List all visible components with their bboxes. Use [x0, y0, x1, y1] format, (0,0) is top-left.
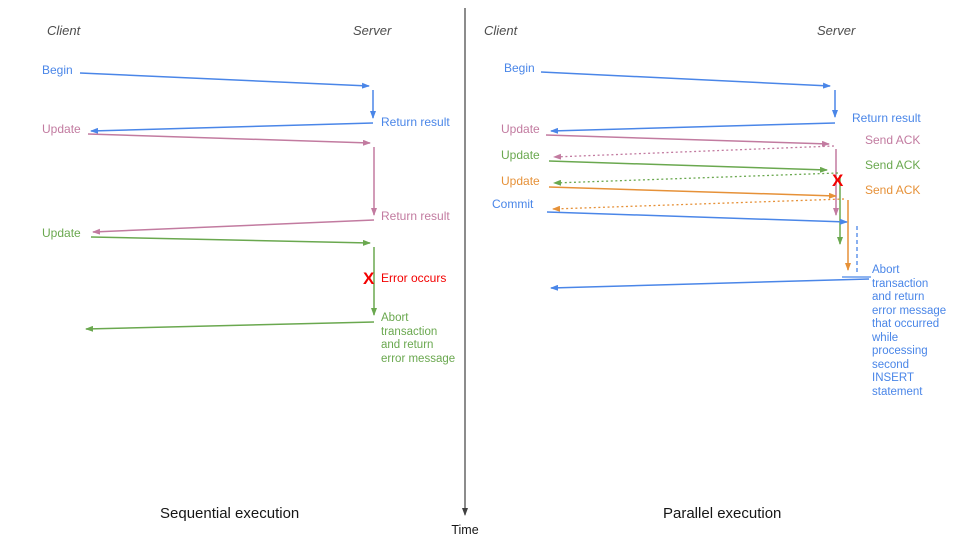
left-client-header: Client — [47, 23, 81, 38]
left-return-result-1-label: Return result — [381, 115, 450, 129]
right-server-header: Server — [817, 23, 856, 38]
left-return-result-2-arrow — [92, 219, 375, 235]
right-panel-lines — [540, 71, 871, 291]
left-update-2-label: Update — [42, 226, 81, 240]
left-error-occurs-label: Error occurs — [381, 271, 447, 285]
right-update-3-request-arrow — [548, 186, 837, 199]
left-return-result-1-arrow — [90, 122, 374, 134]
left-begin-label: Begin — [42, 63, 73, 77]
right-send-ack-3-label: Send ACK — [865, 183, 921, 197]
left-return-result-2-label: Return result — [381, 209, 450, 223]
right-update-1-request-arrow — [545, 134, 830, 147]
time-axis-label: Time — [451, 523, 479, 537]
right-abort-return-arrow — [550, 278, 870, 291]
left-server-header: Server — [353, 23, 392, 38]
left-error-x-icon: X — [363, 269, 375, 288]
right-send-ack-1-label: Send ACK — [865, 133, 921, 147]
right-begin-label: Begin — [504, 61, 535, 75]
right-update-2-request-arrow — [548, 160, 828, 173]
left-abort-return-arrow — [85, 321, 375, 332]
right-error-x-icon: X — [832, 171, 844, 190]
right-send-ack-2-dotted-arrow — [553, 172, 839, 186]
right-commit-label: Commit — [492, 197, 534, 211]
right-caption: Parallel execution — [663, 505, 782, 522]
left-update-2-request-arrow — [90, 236, 371, 246]
left-begin-request-arrow — [79, 72, 370, 89]
right-update-3-label: Update — [501, 174, 540, 188]
right-update-2-label: Update — [501, 148, 540, 162]
left-abort-message: Abort transaction and return error messa… — [381, 312, 456, 365]
right-send-ack-2-label: Send ACK — [865, 158, 921, 172]
right-update-1-label: Update — [501, 122, 540, 136]
right-abort-message: Abort transaction and return error messa… — [872, 264, 947, 398]
right-commit-request-arrow — [546, 211, 848, 225]
left-panel-lines — [79, 72, 377, 332]
left-caption: Sequential execution — [160, 505, 300, 522]
right-return-result-label: Return result — [852, 111, 921, 125]
left-update-1-label: Update — [42, 122, 81, 136]
right-return-result-arrow — [550, 122, 836, 134]
left-update-1-request-arrow — [87, 133, 371, 146]
right-send-ack-1-dotted-arrow — [553, 145, 835, 160]
right-send-ack-3-dotted-arrow — [552, 198, 845, 212]
right-begin-request-arrow — [540, 71, 831, 89]
right-client-header: Client — [484, 23, 518, 38]
